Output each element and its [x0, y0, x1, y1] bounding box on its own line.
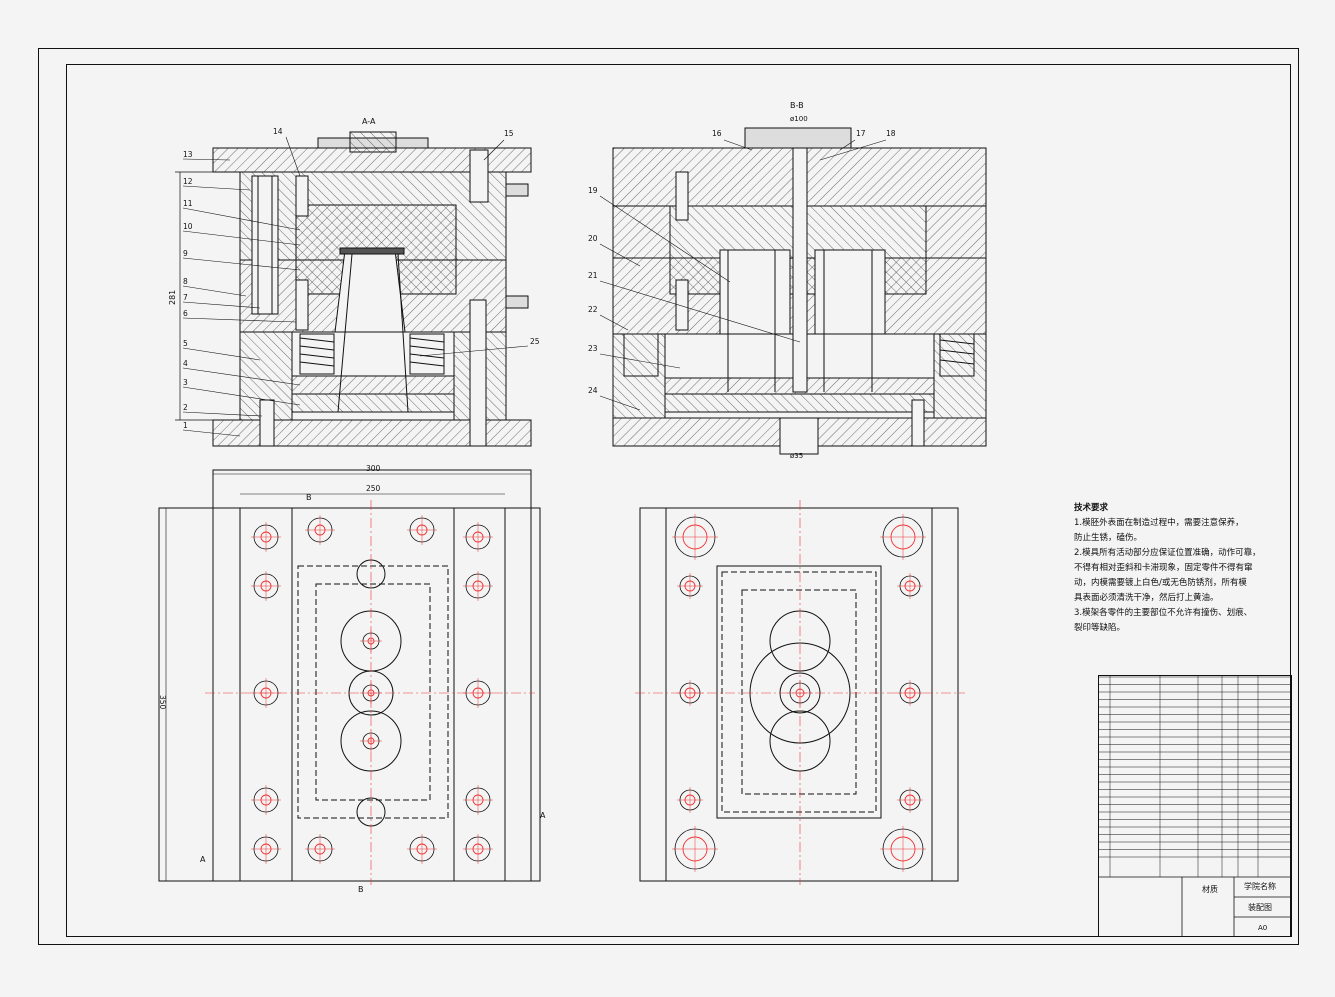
- note-line: 2.模具所有活动部分应保证位置准确，动作可靠，: [1074, 548, 1261, 558]
- leader-label: 11: [183, 199, 193, 208]
- leader-line: [182, 347, 261, 361]
- leader-label: 10: [183, 222, 193, 231]
- leader-line: [182, 257, 301, 271]
- plan-label-a-left: A: [200, 855, 206, 864]
- leader-24: 24: [588, 386, 598, 395]
- section-bb-label: B-B: [790, 101, 804, 110]
- leader-label: 4: [183, 359, 188, 368]
- leader-line: [182, 230, 301, 246]
- leader-line: [182, 386, 301, 406]
- leader-line: [182, 367, 301, 386]
- leader-label: 8: [183, 277, 188, 286]
- note-line: 动，内模需要镀上白色/或无色防锈剂，所有模: [1074, 578, 1247, 588]
- note-line: 具表面必须清洗干净，然后打上黄油。: [1074, 593, 1219, 603]
- dim-350: 350: [158, 695, 167, 710]
- leader-line: [182, 317, 297, 323]
- plan-label-a-right: A: [540, 811, 546, 820]
- note-line: 裂印等缺陷。: [1074, 623, 1126, 633]
- leader-line: [182, 185, 251, 191]
- notes-title: 技术要求: [1074, 503, 1109, 513]
- inner-border: [66, 64, 1291, 937]
- leader-20: 20: [588, 234, 598, 243]
- school-name: 学院名称: [1244, 881, 1276, 891]
- outer-border: [38, 48, 1299, 945]
- leader-line: [182, 158, 231, 161]
- leader-17: 17: [856, 129, 866, 138]
- leader-label: 9: [183, 249, 188, 258]
- leader-16: 16: [712, 129, 722, 138]
- leader-line: [182, 411, 263, 417]
- note-line: 不得有相对歪斜和卡滞现象，固定零件不得有窜: [1074, 563, 1253, 573]
- dim-dia-100: ø100: [790, 115, 808, 123]
- plan-label-b-top: B: [306, 493, 312, 502]
- leader-15: 15: [504, 129, 514, 138]
- dim-dia-35: ø35: [790, 452, 803, 460]
- leader-label: 6: [183, 309, 188, 318]
- leader-21: 21: [588, 271, 598, 280]
- note-line: 3.模架各零件的主要部位不允许有撞伤、划痕、: [1074, 608, 1253, 618]
- leader-line: [182, 285, 247, 297]
- drawing-name: 装配图: [1248, 902, 1272, 912]
- leader-label: 1: [183, 421, 188, 430]
- plan-left-holes: [251, 515, 493, 864]
- technical-notes: 技术要求 1.模胚外表面在制造过程中，需要注意保养， 防止生锈，磕伤。 2.模具…: [1074, 501, 1284, 636]
- leader-19: 19: [588, 186, 598, 195]
- leader-23: 23: [588, 344, 598, 353]
- leader-label: 7: [183, 293, 188, 302]
- title-block: 材质 学院名称 装配图 A0: [1098, 675, 1292, 937]
- leader-label: 5: [183, 339, 188, 348]
- dim-300: 300: [366, 464, 381, 473]
- plan-view-right: [639, 507, 959, 882]
- plan-label-b-bottom: B: [358, 885, 364, 894]
- leader-label: 2: [183, 403, 188, 412]
- leader-label: 12: [183, 177, 193, 186]
- note-line: 防止生锈，磕伤。: [1074, 533, 1143, 543]
- section-aa-label: A-A: [362, 117, 376, 126]
- leader-line: [182, 429, 241, 437]
- leader-18: 18: [886, 129, 896, 138]
- section-aa-view: [212, 131, 532, 447]
- leader-line: [182, 207, 301, 231]
- leader-22: 22: [588, 305, 598, 314]
- material-label: 材质: [1202, 884, 1218, 894]
- leader-line: [182, 301, 261, 309]
- leader-label: 3: [183, 378, 188, 387]
- section-bb-view: [612, 127, 987, 455]
- plan-view-left: [158, 469, 541, 882]
- dim-281: 281: [168, 290, 177, 305]
- leader-25: 25: [530, 337, 540, 346]
- dim-250: 250: [366, 484, 381, 493]
- leader-14: 14: [273, 127, 283, 136]
- left-leader-labels: 13 12 11 10 9 8 7 6 5 4 3 2 1: [182, 150, 301, 437]
- note-line: 1.模胚外表面在制造过程中，需要注意保养，: [1074, 518, 1244, 528]
- sheet-size: A0: [1258, 924, 1267, 932]
- leader-label: 13: [183, 150, 193, 159]
- plan-right-holes: [672, 514, 926, 872]
